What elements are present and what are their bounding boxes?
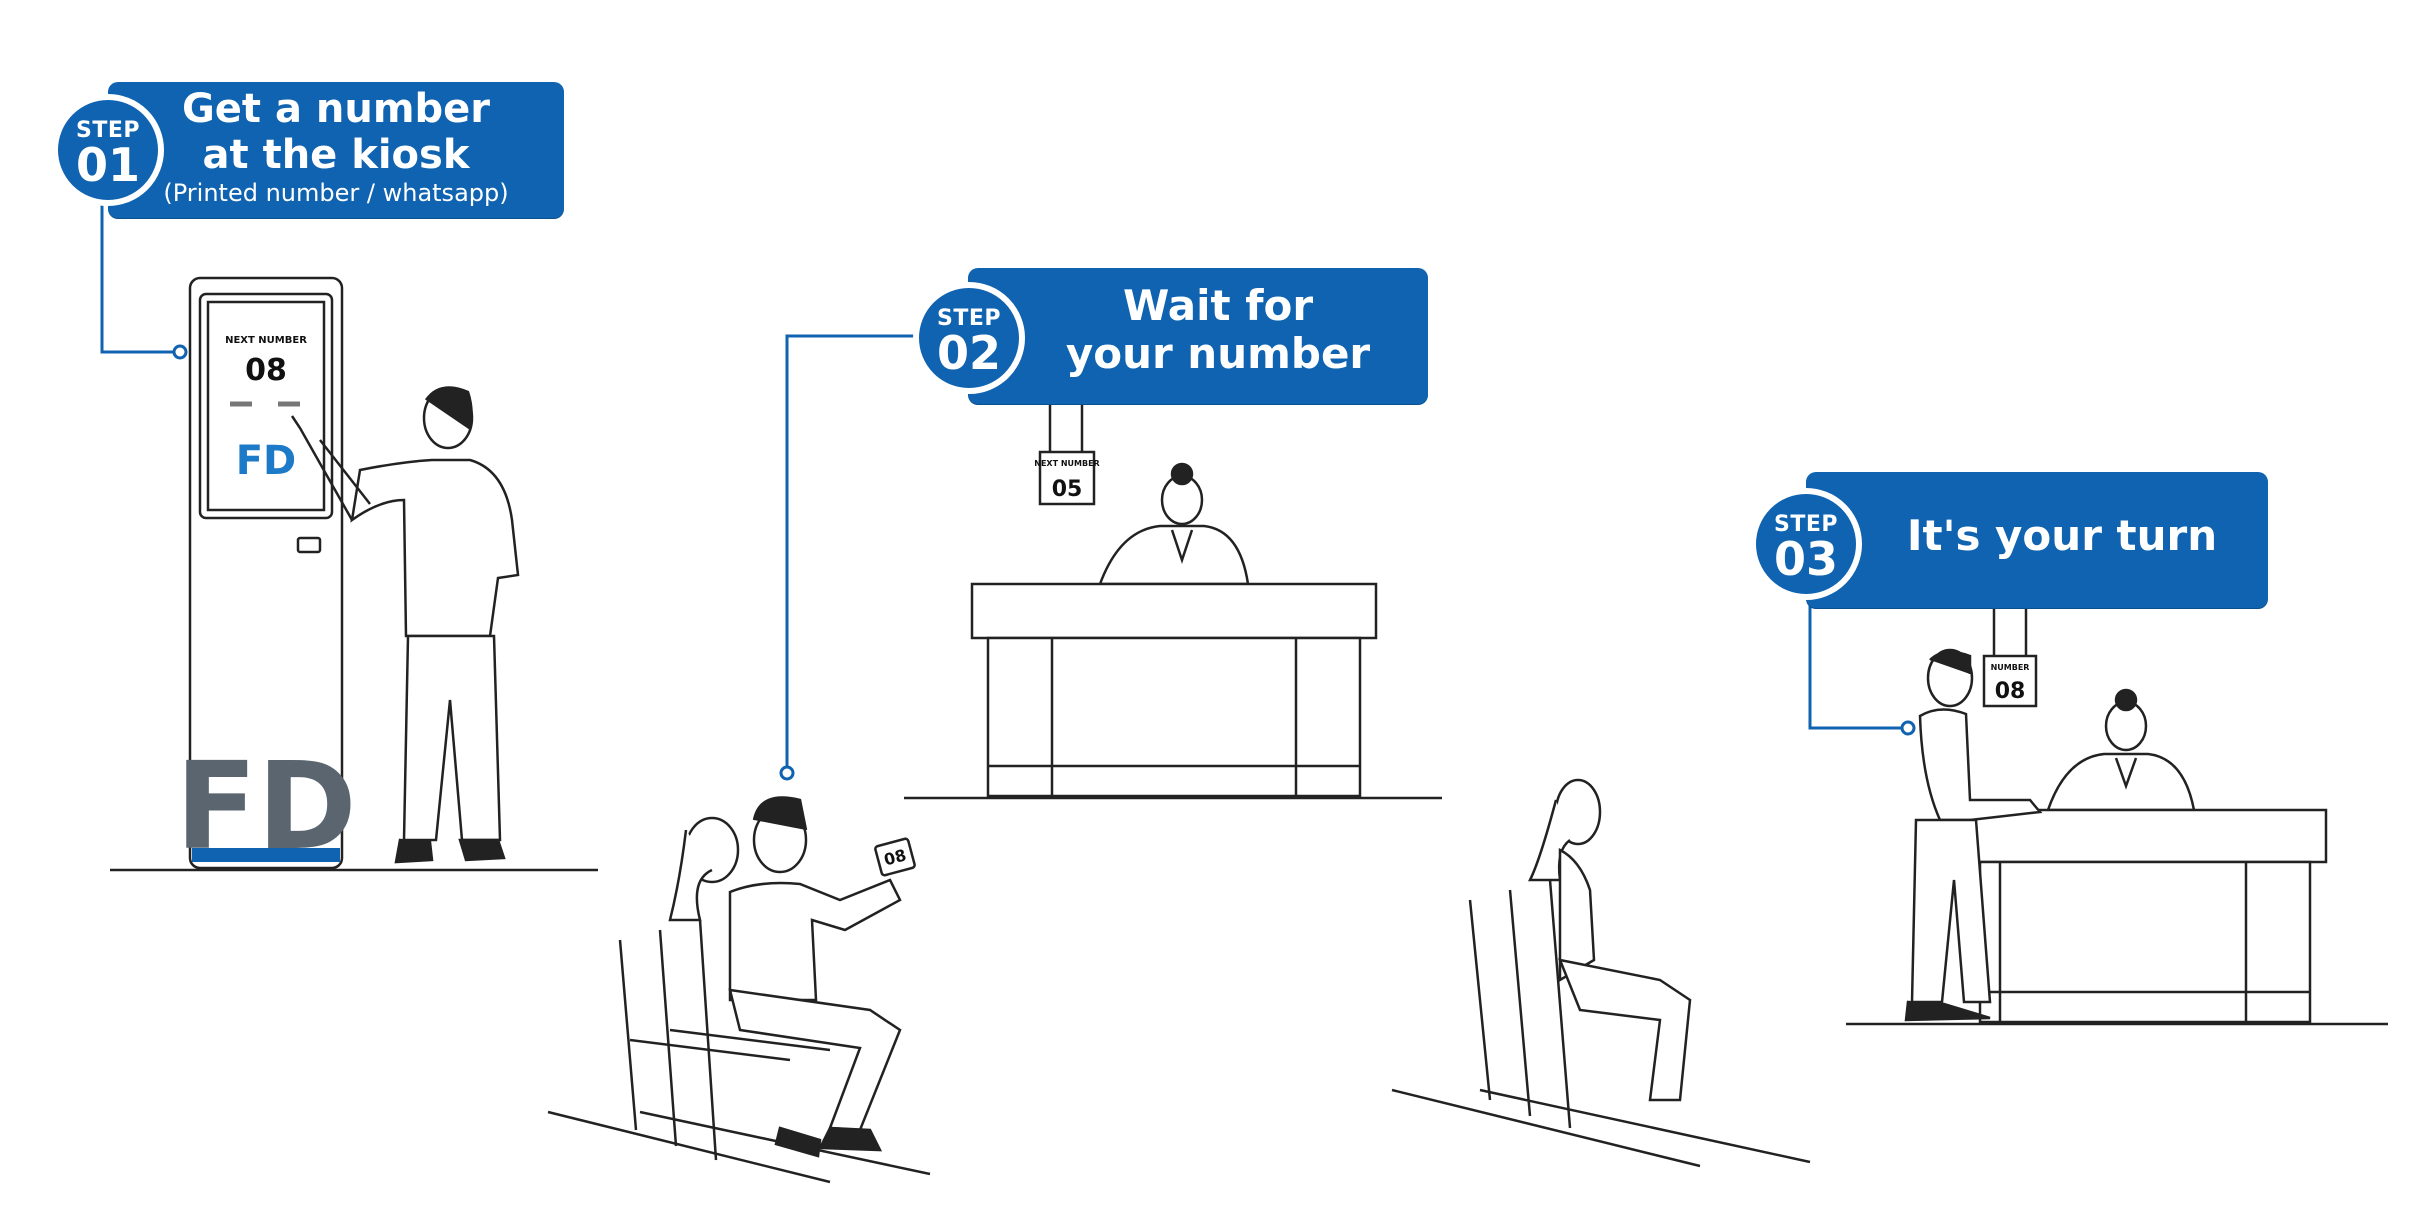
step-2-badge-number: 02 [936,326,1001,380]
kiosk-screen-caption: NEXT NUMBER [225,335,307,346]
step-1-badge-number: 01 [75,138,140,192]
step2-connector [785,334,925,770]
step-2-badge-label: STEP [936,306,1001,331]
counter-sign-1-number: 05 [1052,477,1083,502]
counter-sign-2 [1982,608,2038,708]
step-3-banner: It's your turn [1806,472,2268,608]
seated-people-icon [547,796,931,1184]
step1-connector [100,196,178,354]
person-touching-kiosk-icon [290,386,520,864]
step-1-banner: Get a number at the kiosk (Printed numbe… [108,82,564,218]
step-1-title: Get a number at the kiosk [181,86,491,178]
counter-sign-1-caption: NEXT NUMBER [1034,459,1099,468]
standing-person-icon [1904,648,2043,1022]
kiosk-screen-logo: FD [236,438,297,484]
step-3-badge-label: STEP [1773,512,1838,537]
step-1-subtitle: (Printed number / whatsapp) [163,179,509,207]
seated-woman-icon [1391,778,1811,1168]
counter-sign-1 [1038,404,1096,506]
step-connectors [100,196,1916,781]
reception-desk-2 [904,582,1442,800]
step-3-title: It's your turn [1906,511,2218,560]
step-3-badge-number: 03 [1773,532,1838,586]
step-2-banner: Wait for your number [968,268,1428,404]
kiosk-base-logo: FD [175,738,357,877]
step-2-title: Wait for your number [1065,281,1371,378]
step-1-badge-label: STEP [75,118,140,143]
step-3-badge: STEP 03 [1750,488,1862,600]
receptionist-2-icon [2046,688,2196,812]
receptionist-icon [1098,462,1250,586]
reception-desk-3 [1846,808,2388,1026]
counter-sign-2-caption: NUMBER [1991,663,2030,672]
kiosk-screen-number: 08 [245,353,287,388]
counter-sign-2-number: 08 [1995,679,2026,704]
step-1-badge: STEP 01 [52,94,164,206]
kiosk [110,276,598,872]
step-2-badge: STEP 02 [913,282,1025,394]
